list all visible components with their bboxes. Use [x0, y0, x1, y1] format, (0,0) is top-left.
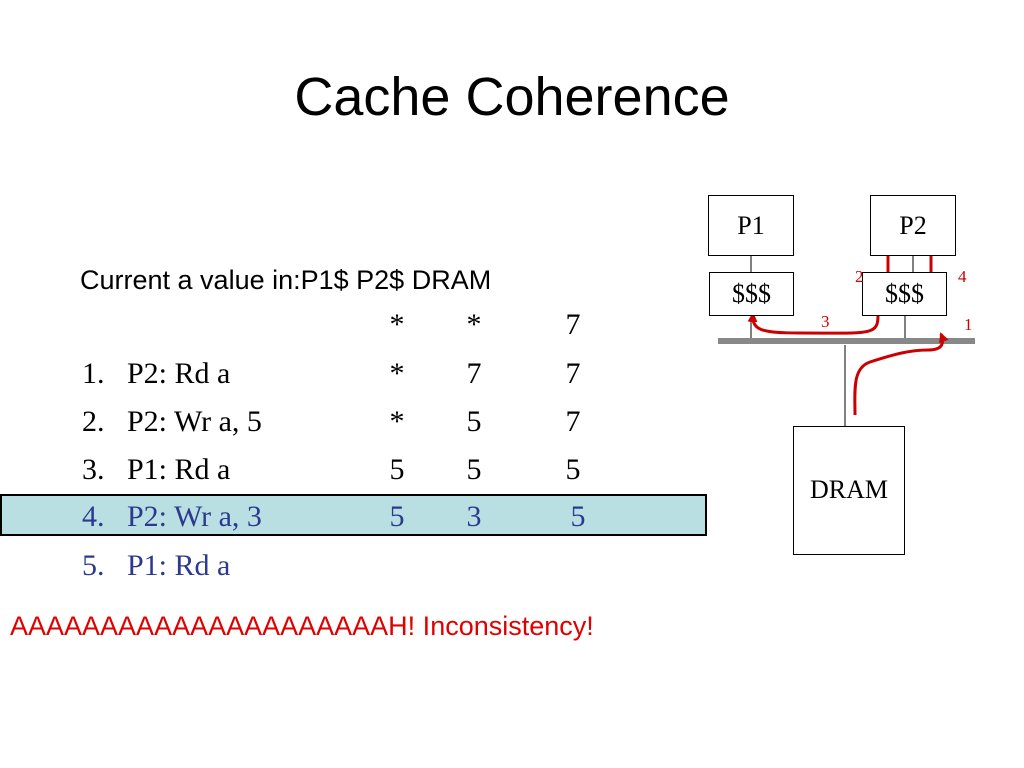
step-row-4: 4. P2: Wr a, 3 5 3 5 — [0, 493, 640, 541]
inconsistency-alert: AAAAAAAAAAAAAAAAAAAAAH! Inconsistency! — [10, 611, 594, 641]
step-number: 5. — [82, 549, 105, 582]
processor-p1: P1 — [708, 195, 794, 256]
arrow-3 — [747, 312, 880, 335]
initial-p1: * — [389, 308, 405, 341]
arrow-label-2: 2 — [855, 267, 864, 286]
step-number: 4. — [82, 500, 105, 533]
step-op: P2: Wr a, 5 — [127, 405, 262, 438]
p2-cache-label: $$$ — [885, 279, 924, 308]
cache-p2: $$$ — [862, 272, 947, 316]
column-header: Current a value in:P1$ P2$ DRAM — [80, 265, 492, 295]
dram-box: DRAM — [793, 426, 905, 555]
arrow-label-3: 3 — [821, 312, 830, 331]
step-p1: 5 — [389, 500, 405, 533]
step-dram: 7 — [565, 357, 581, 390]
step-number: 3. — [82, 453, 105, 486]
step-row-1: 1. P2: Rd a * 7 7 — [0, 350, 640, 398]
p1-cache-label: $$$ — [732, 279, 771, 308]
p1-label: P1 — [737, 211, 765, 240]
step-p2: 5 — [466, 453, 482, 486]
processor-p2: P2 — [870, 195, 956, 256]
step-number: 1. — [82, 357, 105, 390]
step-dram: 7 — [565, 405, 581, 438]
initial-row: * * 7 — [0, 301, 640, 349]
highlight-band — [0, 494, 707, 536]
step-p2: 5 — [466, 405, 482, 438]
slide-title: Cache Coherence — [294, 67, 730, 127]
step-row-2: 2. P2: Wr a, 5 * 5 7 — [0, 398, 640, 446]
step-op: P1: Rd a — [127, 549, 231, 582]
p2-label: P2 — [899, 211, 927, 240]
cache-p1: $$$ — [709, 272, 794, 316]
initial-p2: * — [466, 308, 482, 341]
step-op: P2: Rd a — [127, 357, 231, 390]
step-p1: * — [389, 405, 405, 438]
initial-dram: 7 — [565, 308, 581, 341]
step-dram: 5 — [570, 500, 586, 533]
bus — [718, 338, 975, 344]
step-number: 2. — [82, 405, 105, 438]
arrow-label-1: 1 — [964, 315, 973, 334]
step-p1: 5 — [389, 453, 405, 486]
arrow-label-4: 4 — [958, 267, 967, 286]
dram-label: DRAM — [809, 475, 888, 504]
arrow-1 — [853, 332, 949, 416]
step-dram: 5 — [565, 453, 581, 486]
step-p1: * — [389, 357, 405, 390]
step-op: P1: Rd a — [127, 453, 231, 486]
step-p2: 3 — [466, 500, 482, 533]
step-row-5: 5. P1: Rd a — [0, 542, 640, 590]
step-p2: 7 — [466, 357, 482, 390]
step-row-3: 3. P1: Rd a 5 5 5 — [0, 446, 640, 494]
step-op: P2: Wr a, 3 — [127, 500, 262, 533]
